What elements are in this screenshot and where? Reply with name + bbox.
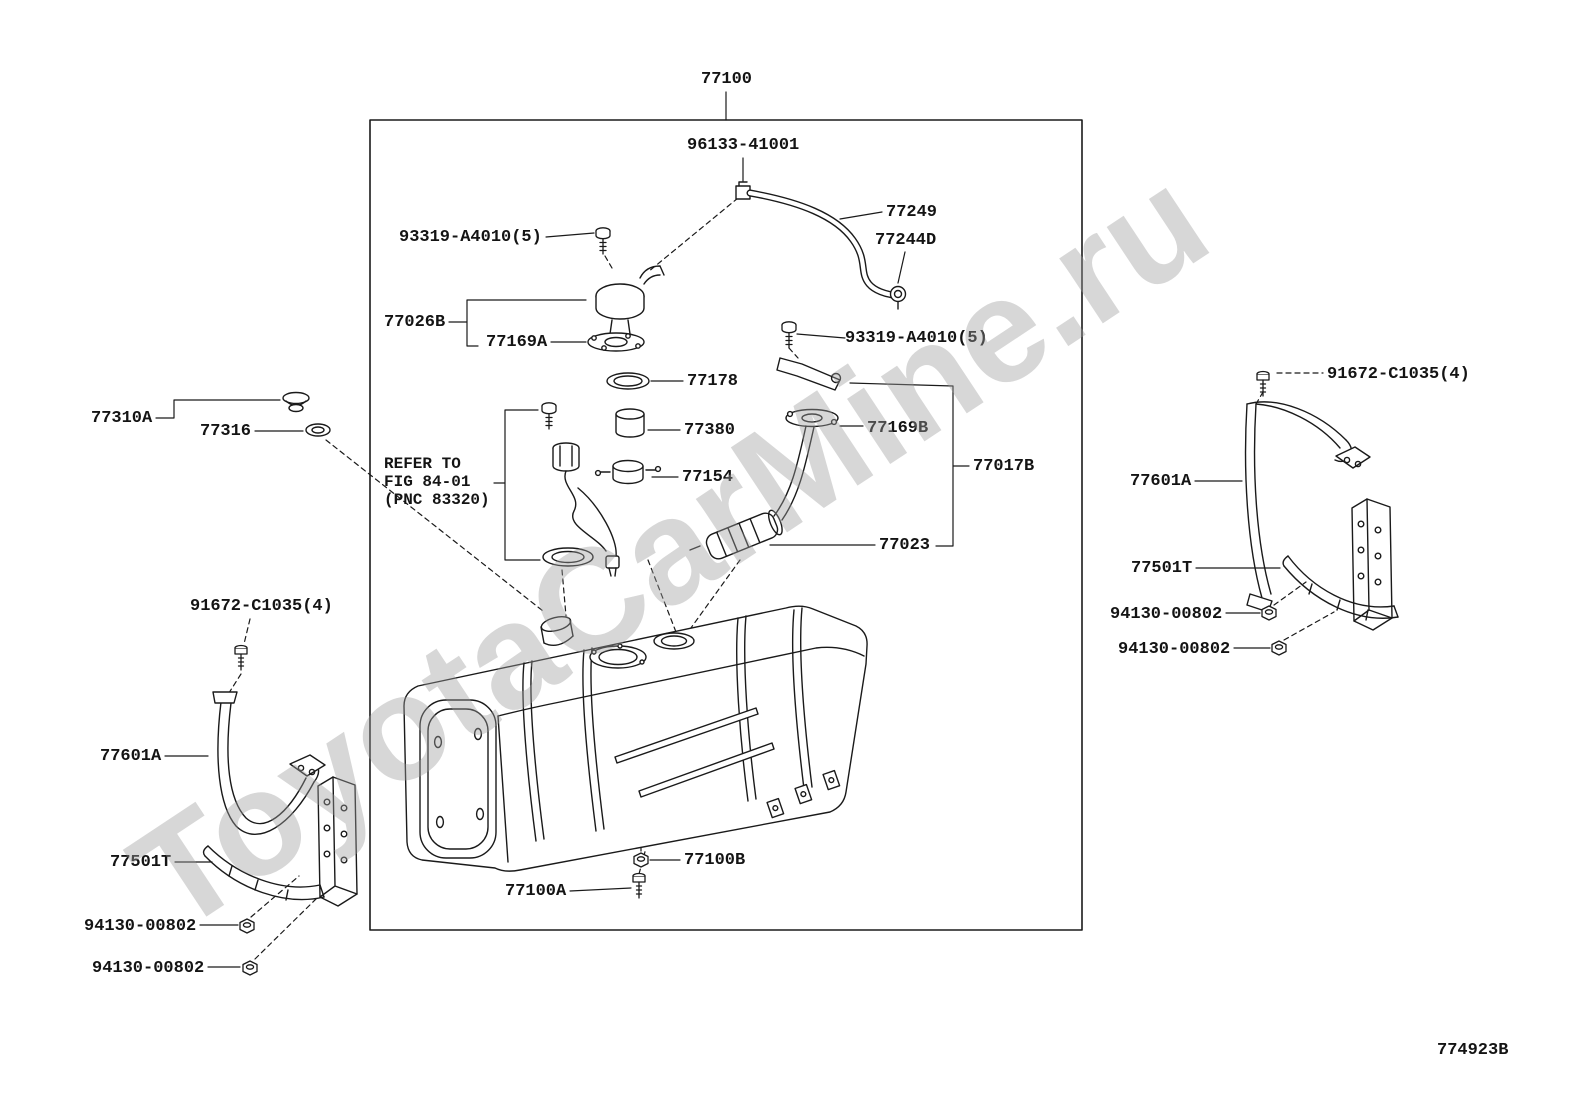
- right-strap-assembly: [1244, 401, 1399, 631]
- fuel-filter-cup: [615, 413, 645, 438]
- part-label-77017B: 77017B: [973, 457, 1035, 476]
- refer-note-line-3: (PNC 83320): [384, 491, 490, 509]
- part-label-77023: 77023: [879, 536, 931, 555]
- band-hook-plate-left: [289, 754, 326, 777]
- nut-94130-right-1: [1261, 605, 1277, 621]
- part-label-77316: 77316: [200, 422, 252, 441]
- part-label-94130-00802-right-1: 94130-00802: [1110, 605, 1223, 624]
- nut-94130-left-1: [239, 918, 255, 934]
- fuel-sender-gauge: [541, 402, 620, 577]
- part-label-77100A: 77100A: [505, 882, 567, 901]
- part-label-91672-C1035-left: 91672-C1035(4): [190, 597, 333, 616]
- bolt-77100A: [632, 872, 646, 899]
- tank-band-right: [1244, 403, 1272, 599]
- part-label-93319-A4010-left: 93319-A4010(5): [399, 228, 542, 247]
- part-label-93319-A4010-right: 93319-A4010(5): [845, 329, 988, 348]
- tank-band-left: [217, 701, 315, 836]
- pump-flange-gasket: [587, 332, 645, 352]
- refer-note: REFER TO FIG 84-01 (PNC 83320): [384, 455, 490, 509]
- refer-note-line-2: FIG 84-01: [384, 473, 471, 491]
- part-label-77601A-right: 77601A: [1130, 472, 1192, 491]
- leader-lines: [155, 91, 1281, 968]
- part-label-77380: 77380: [684, 421, 736, 440]
- fuel-pump-assembly: [587, 265, 665, 485]
- fuel-pump-cylinder: [705, 509, 783, 560]
- part-label-94130-00802-left-2: 94130-00802: [92, 959, 205, 978]
- screw-93319-left: [595, 227, 611, 255]
- part-label-77501T-right: 77501T: [1131, 559, 1193, 578]
- fuel-inlet-grommet: [282, 391, 310, 405]
- part-label-77249: 77249: [886, 203, 938, 222]
- part-label-77178: 77178: [687, 372, 739, 391]
- sender-connector: [605, 555, 620, 569]
- part-label-94130-00802-right-2: 94130-00802: [1118, 640, 1231, 659]
- suction-tube-screw: [781, 321, 797, 349]
- inlet-ring: [305, 423, 331, 437]
- fuel-suction-tube-assembly: [689, 321, 842, 560]
- bolt-91672-right: [1256, 370, 1270, 397]
- hose-connector: [889, 285, 907, 303]
- band-hook-plate-right: [1335, 446, 1371, 469]
- part-label-77154: 77154: [682, 468, 734, 487]
- part-label-77100: 77100: [701, 70, 753, 89]
- part-label-77310A: 77310A: [91, 409, 153, 428]
- part-label-77169A: 77169A: [486, 333, 548, 352]
- part-label-96133-41001: 96133-41001: [687, 136, 800, 155]
- fasteners: [234, 227, 1287, 976]
- part-label-77169B: 77169B: [867, 419, 929, 438]
- part-label-77100B: 77100B: [684, 851, 746, 870]
- part-label-94130-00802-left-1: 94130-00802: [84, 917, 197, 936]
- part-label-77244D: 77244D: [875, 231, 937, 250]
- diagram-number: 774923B: [1437, 1041, 1509, 1060]
- part-label-91672-C1035-right: 91672-C1035(4): [1327, 365, 1470, 384]
- fuel-tank: [403, 605, 868, 872]
- part-label-77026B: 77026B: [384, 313, 446, 332]
- band-seat-left: [207, 845, 321, 888]
- grommet-parts: [282, 391, 331, 437]
- nut-94130-left-2: [242, 960, 258, 976]
- leader-lines-dashed: [226, 197, 1335, 960]
- suction-tube-flange: [785, 408, 839, 428]
- part-label-77601A-left: 77601A: [100, 747, 162, 766]
- sender-screw: [541, 402, 557, 430]
- nut-77100B: [633, 852, 649, 868]
- breather-hose: [735, 181, 907, 310]
- band-seat-right: [1287, 555, 1395, 608]
- left-strap-assembly: [202, 691, 358, 907]
- part-label-77501T-left: 77501T: [110, 853, 172, 872]
- nut-94130-right-2: [1271, 640, 1287, 656]
- refer-note-line-1: REFER TO: [384, 455, 461, 473]
- bolt-91672-left: [234, 644, 248, 671]
